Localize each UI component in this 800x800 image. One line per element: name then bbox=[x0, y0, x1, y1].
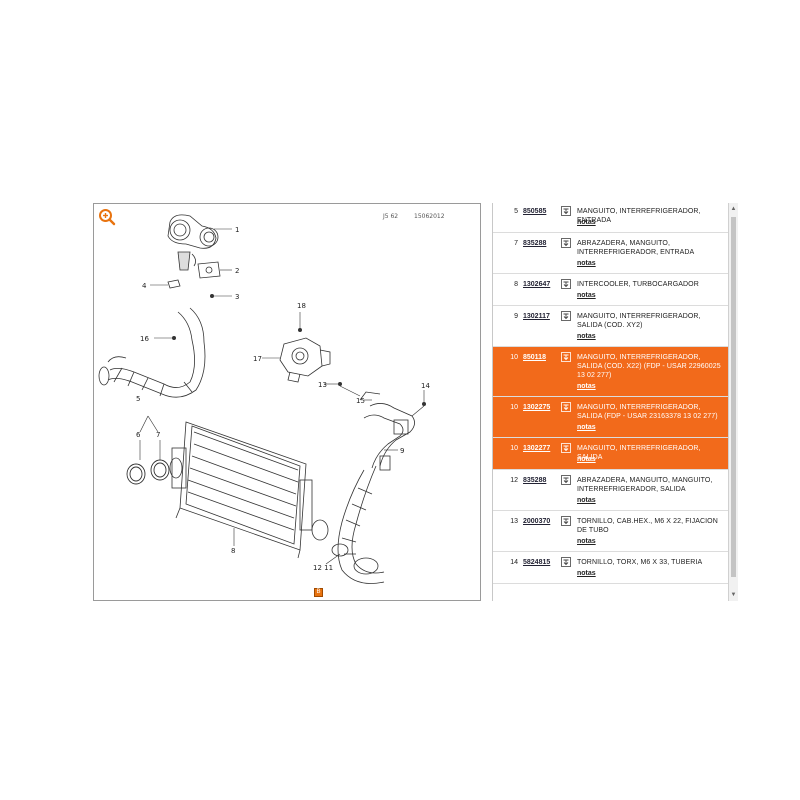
callout-15[interactable]: 15 bbox=[356, 397, 365, 405]
callout-1[interactable]: 1 bbox=[235, 226, 239, 234]
part-description: ABRAZADERA, MANGUITO, MANGUITO, INTERREF… bbox=[577, 477, 713, 493]
part-code-link[interactable]: 1302277 bbox=[523, 445, 551, 452]
callout-3[interactable]: 3 bbox=[235, 293, 239, 301]
parts-list-row[interactable]: 10 1302275 MANGUITO, INTERREFRIGERADOR, SA… bbox=[493, 397, 729, 438]
part-code-link[interactable]: 1302117 bbox=[523, 313, 550, 320]
callout-7[interactable]: 7 bbox=[156, 431, 160, 439]
parts-list-row[interactable]: 8 1302647 INTERCOOLER, TURBOCARGADOR notas bbox=[493, 274, 729, 306]
part-code-link[interactable]: 850118 bbox=[523, 354, 546, 361]
callout-14[interactable]: 14 bbox=[421, 382, 430, 390]
parts-list-scrollbar[interactable]: ▲ ▼ bbox=[728, 203, 738, 601]
parts-diagram-panel: J5 62 15062012 bbox=[93, 203, 481, 601]
callout-18[interactable]: 18 bbox=[297, 302, 306, 310]
callout-16[interactable]: 16 bbox=[140, 335, 149, 343]
callout-4[interactable]: 4 bbox=[142, 282, 147, 290]
part-description: MANGUITO, INTERREFRIGERADOR, SALIDA (COD… bbox=[577, 313, 701, 329]
part-ref-number: 8 bbox=[514, 281, 518, 288]
parts-list-row[interactable]: 7 835288 ABRAZADERA, MANGUITO, INTERREFRIG… bbox=[493, 233, 729, 274]
cart-icon[interactable] bbox=[561, 206, 571, 216]
part-notes-link[interactable]: notas bbox=[577, 292, 596, 299]
parts-list-row[interactable]: 10 850118 MANGUITO, INTERREFRIGERADOR, SAL… bbox=[493, 347, 729, 397]
page-marker[interactable]: B bbox=[314, 588, 323, 597]
intercooler-drawing bbox=[169, 421, 329, 559]
part-description: TORNILLO, CAB.HEX., M6 X 22, FIJACION DE… bbox=[577, 518, 718, 534]
cart-icon[interactable] bbox=[561, 402, 571, 412]
part-ref-number: 13 bbox=[510, 518, 518, 525]
cart-icon[interactable] bbox=[561, 443, 571, 453]
part-description: ABRAZADERA, MANGUITO, INTERREFRIGERADOR,… bbox=[577, 240, 695, 256]
cart-icon[interactable] bbox=[561, 516, 571, 526]
callout-17[interactable]: 17 bbox=[253, 355, 262, 363]
part-notes-link[interactable]: notas bbox=[577, 333, 596, 340]
part-ref-number: 12 bbox=[510, 477, 518, 484]
cart-icon[interactable] bbox=[561, 475, 571, 485]
part-description: MANGUITO, INTERREFRIGERADOR, SALIDA bbox=[577, 445, 701, 461]
parts-list-row[interactable]: 5 850585 MANGUITO, INTERREFRIGERADOR, ENTR… bbox=[493, 203, 729, 233]
part-code-link[interactable]: 1302647 bbox=[523, 281, 551, 288]
diagram-header-left: J5 62 bbox=[382, 213, 398, 220]
zoom-in-icon[interactable] bbox=[98, 208, 116, 226]
part-code-link[interactable]: 835288 bbox=[523, 240, 547, 247]
cart-icon[interactable] bbox=[561, 311, 571, 321]
gasket-drawing bbox=[197, 261, 221, 279]
part-ref-number: 7 bbox=[514, 240, 518, 247]
scroll-thumb[interactable] bbox=[731, 217, 736, 577]
parts-list-row-partial bbox=[493, 584, 729, 601]
diagram-header-right: 15062012 bbox=[414, 213, 445, 220]
part-notes-link[interactable]: notas bbox=[577, 538, 596, 545]
part-notes-link[interactable]: notas bbox=[577, 260, 596, 267]
part-ref-number: 9 bbox=[514, 313, 518, 320]
part-code-link[interactable]: 835288 bbox=[523, 477, 547, 484]
part-code-link[interactable]: 1302275 bbox=[523, 404, 551, 411]
callout-12-11[interactable]: 12 11 bbox=[313, 564, 333, 572]
part-ref-number: 14 bbox=[510, 559, 518, 566]
part-ref-number: 10 bbox=[510, 354, 518, 361]
parts-list-row[interactable]: 12 835288 ABRAZADERA, MANGUITO, MANGUITO, … bbox=[493, 470, 729, 511]
parts-list-panel: 5 850585 MANGUITO, INTERREFRIGERADOR, ENTR… bbox=[492, 203, 739, 601]
inlet-hose-drawing bbox=[98, 307, 206, 398]
part-ref-number: 10 bbox=[510, 445, 518, 452]
parts-list: 5 850585 MANGUITO, INTERREFRIGERADOR, ENTR… bbox=[493, 203, 729, 601]
outlet-hose-drawing bbox=[331, 391, 415, 584]
callout-8[interactable]: 8 bbox=[231, 547, 235, 555]
part-notes-link[interactable]: notas bbox=[577, 570, 596, 577]
exploded-parts-diagram: J5 62 15062012 bbox=[98, 213, 445, 584]
part-notes-link[interactable]: notas bbox=[577, 456, 596, 463]
parts-list-row[interactable]: 9 1302117 MANGUITO, INTERREFRIGERADOR, SAL… bbox=[493, 306, 729, 347]
throttle-body-drawing bbox=[279, 337, 331, 383]
clamp-drawing bbox=[126, 459, 170, 485]
callout-6[interactable]: 6 bbox=[136, 431, 141, 439]
part-code-link[interactable]: 850585 bbox=[523, 208, 547, 215]
parts-list-row[interactable]: 10 1302277 MANGUITO, INTERREFRIGERADOR, SA… bbox=[493, 438, 729, 470]
part-ref-number: 10 bbox=[510, 404, 518, 411]
part-description: INTERCOOLER, TURBOCARGADOR bbox=[577, 281, 699, 288]
part-code-link[interactable]: 5824815 bbox=[523, 559, 551, 566]
part-notes-link[interactable]: notas bbox=[577, 383, 596, 390]
part-description: TORNILLO, TORX, M6 X 33, TUBERIA bbox=[577, 559, 703, 566]
part-description: MANGUITO, INTERREFRIGERADOR, SALIDA (FDP… bbox=[577, 404, 718, 420]
cart-icon[interactable] bbox=[561, 557, 571, 567]
part-ref-number: 5 bbox=[514, 208, 518, 215]
parts-list-row[interactable]: 14 5824815 TORNILLO, TORX, M6 X 33, TUBERI… bbox=[493, 552, 729, 584]
part-description: MANGUITO, INTERREFRIGERADOR, SALIDA (COD… bbox=[577, 354, 721, 379]
callout-13[interactable]: 13 bbox=[318, 381, 327, 389]
callout-9[interactable]: 9 bbox=[400, 447, 404, 455]
diagram-callouts: 1 2 3 4 16 17 18 13 15 14 5 6 7 9 8 12 1… bbox=[136, 226, 430, 572]
part-notes-link[interactable]: notas bbox=[577, 497, 596, 504]
scroll-up-arrow-icon[interactable]: ▲ bbox=[730, 206, 737, 212]
callout-2[interactable]: 2 bbox=[235, 267, 239, 275]
part-description: MANGUITO, INTERREFRIGERADOR, ENTRADA bbox=[577, 208, 701, 224]
cart-icon[interactable] bbox=[561, 279, 571, 289]
cart-icon[interactable] bbox=[561, 352, 571, 362]
scroll-down-arrow-icon[interactable]: ▼ bbox=[730, 592, 737, 598]
callout-5[interactable]: 5 bbox=[136, 395, 140, 403]
turbocharger-drawing bbox=[167, 214, 219, 271]
part-notes-link[interactable]: notas bbox=[577, 424, 596, 431]
cart-icon[interactable] bbox=[561, 238, 571, 248]
part-code-link[interactable]: 2000370 bbox=[523, 518, 551, 525]
part-notes-link[interactable]: notas bbox=[577, 219, 596, 226]
parts-list-row[interactable]: 13 2000370 TORNILLO, CAB.HEX., M6 X 22, FI… bbox=[493, 511, 729, 552]
